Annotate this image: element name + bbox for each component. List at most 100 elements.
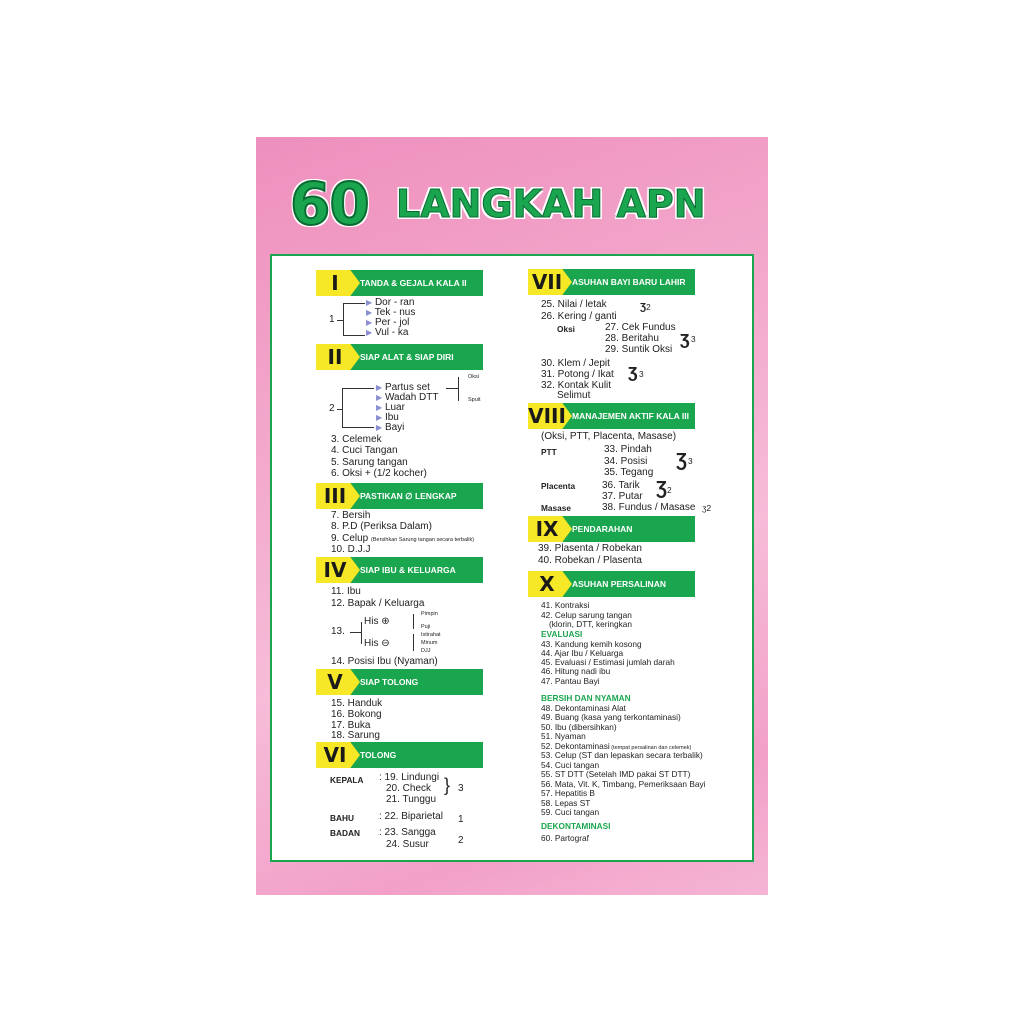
list-item: 32. Kontak Kulit xyxy=(541,380,612,391)
tree-line xyxy=(458,377,459,401)
section-numeral: II xyxy=(316,344,360,370)
group-count: 1 xyxy=(458,814,464,825)
group-count: 2 xyxy=(667,485,672,495)
section-title: PASTIKAN ∅ LENGKAP xyxy=(360,491,457,501)
list-item: 41. Kontraksi xyxy=(541,600,590,610)
sub-item: Istirahat xyxy=(421,632,441,638)
section-title: MANAJEMEN AKTIF KALA III xyxy=(572,411,689,421)
group-count: 3 xyxy=(691,334,696,344)
item-note: (tempat persalinan dan celemek) xyxy=(609,745,692,751)
list-item: 14. Posisi Ibu (Nyaman) xyxy=(331,656,438,667)
group-count: 3 xyxy=(639,369,644,379)
tree-line xyxy=(343,335,365,336)
arrow-icon: ▶ xyxy=(366,318,373,327)
list-item: 33. Pindah xyxy=(604,444,652,455)
list-item: 25. Nilai / letak xyxy=(541,299,607,310)
section-numeral: VI xyxy=(316,742,360,768)
his-positive: His ⊕ xyxy=(364,616,390,627)
list-item: 8. P.D (Periksa Dalam) xyxy=(331,521,432,532)
list-item: (klorin, DTT, keringkan xyxy=(549,619,632,629)
sub-item: Pimpin xyxy=(421,611,438,617)
section-numeral: III xyxy=(316,483,360,509)
list-item: 17. Buka xyxy=(331,720,371,731)
tree-line xyxy=(413,634,414,651)
list-item: 42. Celup sarung tangan xyxy=(541,610,632,620)
list-item: 12. Bapak / Keluarga xyxy=(331,598,425,609)
list-item: 50. Ibu (dibersihkan) xyxy=(541,722,617,732)
section-title: SIAP TOLONG xyxy=(360,677,419,687)
tree-line xyxy=(342,388,343,428)
intro-text: (Oksi, PTT, Placenta, Masase) xyxy=(541,431,677,442)
bracket-icon: Ʒ xyxy=(656,478,667,498)
group-label: BADAN xyxy=(330,828,360,838)
subsection-heading: DEKONTAMINASI xyxy=(541,821,611,831)
section-title: TOLONG xyxy=(360,750,397,760)
list-item: 60. Partograf xyxy=(541,833,589,843)
list-item: 51. Nyaman xyxy=(541,731,586,741)
tree-line xyxy=(342,427,374,428)
list-item: 11. Ibu xyxy=(331,586,361,597)
list-item: 57. Hepatitis B xyxy=(541,788,595,798)
list-item: ▶ Bayi xyxy=(376,422,405,433)
sub-item: Puji xyxy=(421,624,431,630)
his-negative: His ⊖ xyxy=(364,638,390,649)
tree-line xyxy=(446,388,458,389)
tree-line xyxy=(361,622,362,644)
list-item: 55. ST DTT (Setelah IMD pakai ST DTT) xyxy=(541,769,691,779)
sub-item: Oksi xyxy=(468,374,479,380)
list-item: 29. Suntik Oksi xyxy=(605,344,673,355)
section-title: SIAP ALAT & SIAP DIRI xyxy=(360,352,454,362)
tree-line xyxy=(337,320,343,321)
sub-item: Minum xyxy=(421,640,438,646)
tree-line xyxy=(343,303,344,335)
list-item: 53. Celup (ST dan lepaskan secara terbal… xyxy=(541,750,703,760)
bracket-icon: Ʒ2 xyxy=(640,302,651,313)
list-item: 36. Tarik xyxy=(602,480,640,491)
section-numeral: VII xyxy=(528,269,572,295)
list-item: : 19. Lindungi xyxy=(379,772,440,783)
group-label: Oksi xyxy=(557,324,575,334)
list-item: 16. Bokong xyxy=(331,709,382,720)
list-item: 54. Cuci tangan xyxy=(541,760,600,770)
group-label: Placenta xyxy=(541,481,576,491)
group-label: BAHU xyxy=(330,813,354,823)
list-item: 48. Dekontaminasi Alat xyxy=(541,703,626,713)
bracket-icon: ʒ xyxy=(680,328,690,348)
list-item: 26. Kering / ganti xyxy=(541,311,617,322)
tree-line xyxy=(350,632,361,633)
tree-root: 2 xyxy=(329,403,335,414)
list-item: 3. Celemek xyxy=(331,434,382,445)
list-item: ▶ Dor - ran xyxy=(366,297,415,308)
list-item: 5. Sarung tangan xyxy=(331,457,408,468)
tree-line xyxy=(337,409,342,410)
group-count: ʒ2 xyxy=(702,503,712,513)
group-label: KEPALA xyxy=(330,775,364,785)
list-item: : 23. Sangga xyxy=(379,827,436,838)
list-item: 35. Tegang xyxy=(604,467,654,478)
list-item: 46. Hitung nadi ibu xyxy=(541,666,611,676)
title-number: 60 xyxy=(289,169,371,239)
bracket-icon: ʒ xyxy=(628,361,638,381)
list-item: 28. Beritahu xyxy=(605,333,659,344)
sub-item: DJJ xyxy=(421,648,431,654)
list-item: 49. Buang (kasa yang terkontaminasi) xyxy=(541,712,681,722)
list-item: Selimut xyxy=(557,390,591,401)
section-title: ASUHAN PERSALINAN xyxy=(572,579,666,589)
list-item: ▶ Per - jol xyxy=(366,317,410,328)
group-count: 2 xyxy=(458,835,464,846)
section-numeral: IV xyxy=(316,557,360,583)
list-item: 52. Dekontaminasi (tempat persalinan dan… xyxy=(541,741,692,752)
list-item: 59. Cuci tangan xyxy=(541,807,600,817)
list-item: 31. Potong / Ikat xyxy=(541,369,614,380)
section-title: PENDARAHAN xyxy=(572,524,633,534)
group-count: 3 xyxy=(458,783,464,794)
list-item: 20. Check xyxy=(386,783,432,794)
list-item: 24. Susur xyxy=(386,839,429,850)
arrow-icon: ▶ xyxy=(366,328,373,337)
list-item: 6. Oksi + (1/2 kocher) xyxy=(331,468,427,479)
